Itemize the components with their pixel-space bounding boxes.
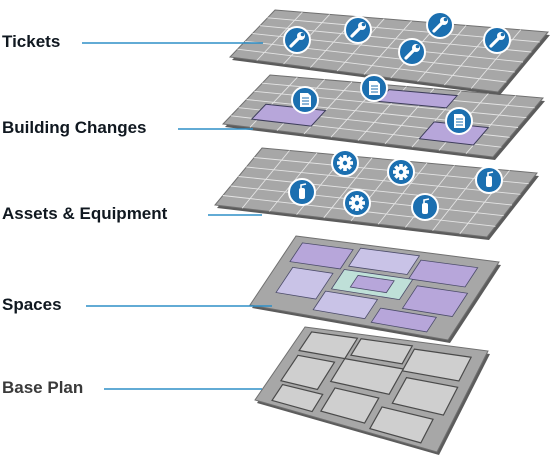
fire-extinguisher-icon [475,166,503,194]
wrench-icon [426,11,454,39]
base-room [368,406,434,444]
space-room [275,266,334,300]
wrench-icon [398,38,426,66]
gear-icon [343,189,371,217]
space-room [408,259,479,288]
wrench-icon [483,26,511,54]
base-room [319,387,380,424]
wrench-icon [344,16,372,44]
space-room [349,275,395,294]
document-icon [291,86,319,114]
fire-extinguisher-icon [411,193,439,221]
base-room [271,383,324,413]
gear-icon [387,158,415,186]
label-building-changes: Building Changes [2,118,147,137]
assets-plate [214,147,539,240]
space-room [312,290,379,320]
label-spaces: Spaces [2,295,62,314]
fire-extinguisher-icon [288,178,316,206]
space-room [370,307,438,333]
document-icon [360,74,388,102]
document-icon [445,107,473,135]
gear-icon [331,149,359,177]
base-plan-plate [254,326,490,455]
base-room [401,348,473,382]
base-room [350,338,414,365]
label-tickets: Tickets [2,32,61,51]
label-base-plan: Base Plan [2,378,84,397]
space-room [348,247,421,275]
space-room [289,242,354,270]
space-room [401,285,469,317]
spaces-plate [249,235,501,343]
base-room [391,376,459,416]
base-room [279,354,336,391]
wrench-icon [283,26,311,54]
label-assets-equipment: Assets & Equipment [2,204,168,223]
base-room [329,357,405,395]
